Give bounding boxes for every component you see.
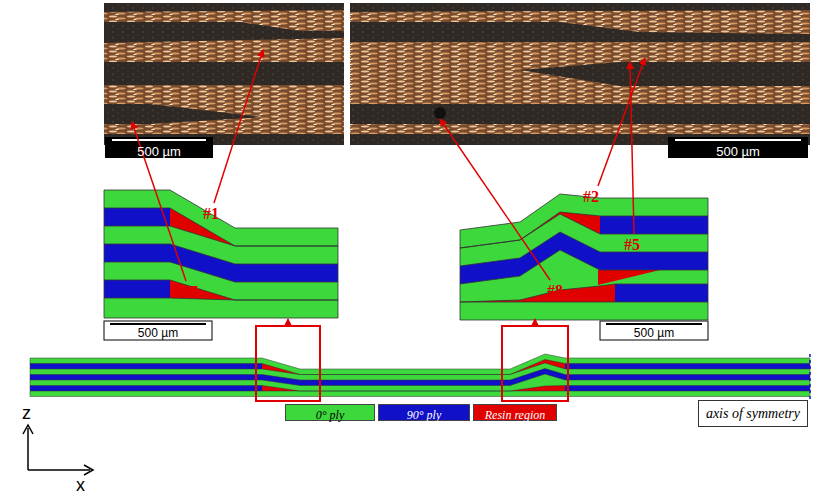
ply-interface	[30, 354, 810, 369]
ply-interface	[30, 391, 810, 392]
zero-ply	[30, 354, 810, 397]
ply-interface	[460, 302, 708, 303]
note-box: axis of symmetry	[698, 400, 808, 427]
ninety-ply	[30, 386, 262, 392]
scale-bar-label: 500 µm	[105, 144, 213, 159]
ply-interface	[30, 360, 810, 375]
scale-bar-label: 500 µm	[668, 144, 808, 159]
ninety-ply	[104, 244, 338, 282]
ninety-ply	[600, 216, 708, 234]
ninety-ply	[30, 369, 810, 386]
legend-text: Resin region	[485, 408, 546, 422]
ninety-ply	[615, 284, 708, 302]
ninety-ply	[104, 280, 170, 298]
scale-bars	[104, 137, 808, 340]
zoom-boxes	[256, 319, 810, 401]
scale-bar-label: 500 µm	[104, 326, 212, 340]
resin-region	[510, 386, 565, 392]
ply-edge	[30, 358, 31, 397]
resin-region	[520, 212, 600, 240]
ply-interface	[30, 363, 810, 375]
ply-interface	[104, 298, 338, 300]
ply-layers	[30, 190, 810, 397]
ply-interface	[30, 374, 810, 386]
ply-interface	[104, 280, 338, 300]
ply-interface	[104, 262, 338, 282]
callout-number: #1	[203, 205, 219, 223]
axis-label: x	[76, 475, 85, 496]
ply-interface	[460, 212, 708, 248]
ninety-ply	[460, 232, 708, 284]
zero-ply	[104, 190, 338, 318]
ninety-ply	[104, 208, 170, 226]
legend-text: 0° ply	[316, 408, 344, 422]
ninety-ply	[565, 364, 810, 370]
legend-swatch: Resin region	[473, 404, 557, 421]
coordinate-axes	[23, 425, 93, 475]
ply-interface	[30, 396, 810, 397]
ply-interface	[104, 226, 338, 246]
callout-number: #8	[547, 282, 563, 300]
ninety-ply	[30, 364, 262, 370]
ply-edge	[104, 190, 105, 318]
zero-ply	[460, 194, 708, 320]
legend-swatch: 90° ply	[378, 404, 470, 421]
callout-number: #5	[624, 236, 640, 254]
ply-interface	[30, 369, 810, 381]
legend-swatch: 0° ply	[285, 404, 375, 421]
ply-edge	[460, 230, 461, 320]
ply-interface	[104, 318, 338, 319]
leader-lines	[132, 50, 645, 281]
callout-number: #2	[583, 188, 599, 206]
ply-interface	[460, 250, 708, 284]
ply-interface	[460, 214, 708, 248]
micrograph-left	[104, 3, 344, 145]
ply-interface	[104, 190, 338, 228]
ninety-ply	[565, 386, 810, 392]
ply-interface	[30, 386, 810, 392]
scale-bar-label: 500 µm	[600, 326, 708, 340]
ply-interface	[460, 320, 708, 321]
legend-text: 90° ply	[407, 408, 441, 422]
axis-label: z	[22, 403, 31, 424]
note-text: axis of symmetry	[706, 406, 800, 421]
resin-region	[598, 270, 660, 285]
ply-edge	[708, 198, 709, 320]
micrograph-right	[350, 3, 810, 145]
ply-interface	[104, 208, 338, 246]
ply-interface	[460, 284, 708, 302]
ply-interface	[460, 232, 708, 266]
ply-interface	[104, 244, 338, 264]
callout-number: #7	[182, 283, 198, 301]
ply-edge	[338, 228, 339, 318]
